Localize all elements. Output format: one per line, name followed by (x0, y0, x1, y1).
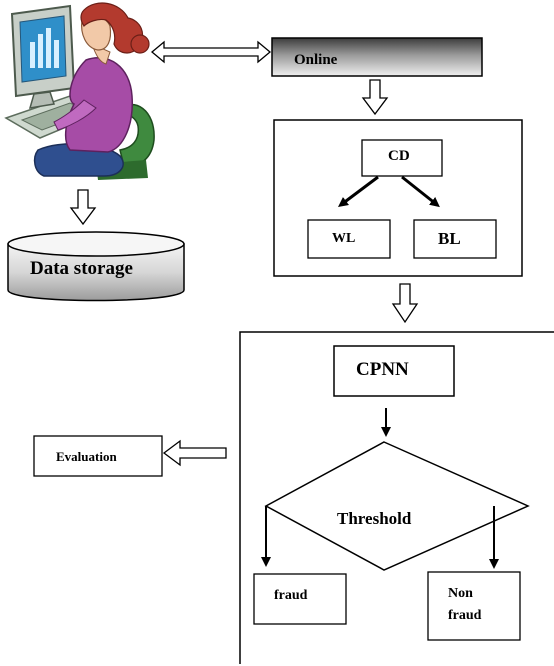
wl-node (307, 219, 391, 259)
fraud-node (253, 573, 347, 625)
cd-container (273, 119, 523, 277)
cd-to-bl-arrow (401, 175, 440, 208)
fraud-label: fraud (274, 588, 308, 603)
threshold-decision (264, 441, 530, 571)
threshold-label: Threshold (337, 509, 412, 528)
person-at-computer-icon (4, 2, 155, 180)
bl-label: BL (438, 229, 461, 248)
nonfraud-label-line1: Non (448, 586, 473, 601)
cd-to-cpnn-arrow (391, 283, 419, 324)
evaluation-label: Evaluation (56, 449, 117, 464)
data-storage-cylinder (7, 231, 185, 302)
cd-node (361, 139, 443, 177)
online-node (271, 37, 483, 77)
online-label: Online (294, 52, 338, 68)
cd-to-wl-arrow (338, 175, 379, 207)
nonfraud-label-line2: fraud (448, 608, 482, 623)
to-evaluation-arrow (162, 439, 227, 467)
online-to-cd-arrow (361, 79, 389, 116)
bl-node (413, 219, 497, 259)
wl-label: WL (332, 231, 356, 246)
cpnn-label: CPNN (356, 359, 409, 380)
cpnn-node (333, 345, 455, 397)
user-online-double-arrow (150, 40, 272, 64)
nonfraud-node (427, 571, 521, 641)
data-storage-label: Data storage (30, 258, 133, 279)
cd-label: CD (388, 148, 410, 164)
user-to-storage-arrow (69, 189, 97, 226)
cpnn-container (239, 331, 554, 664)
evaluation-node (33, 435, 163, 477)
